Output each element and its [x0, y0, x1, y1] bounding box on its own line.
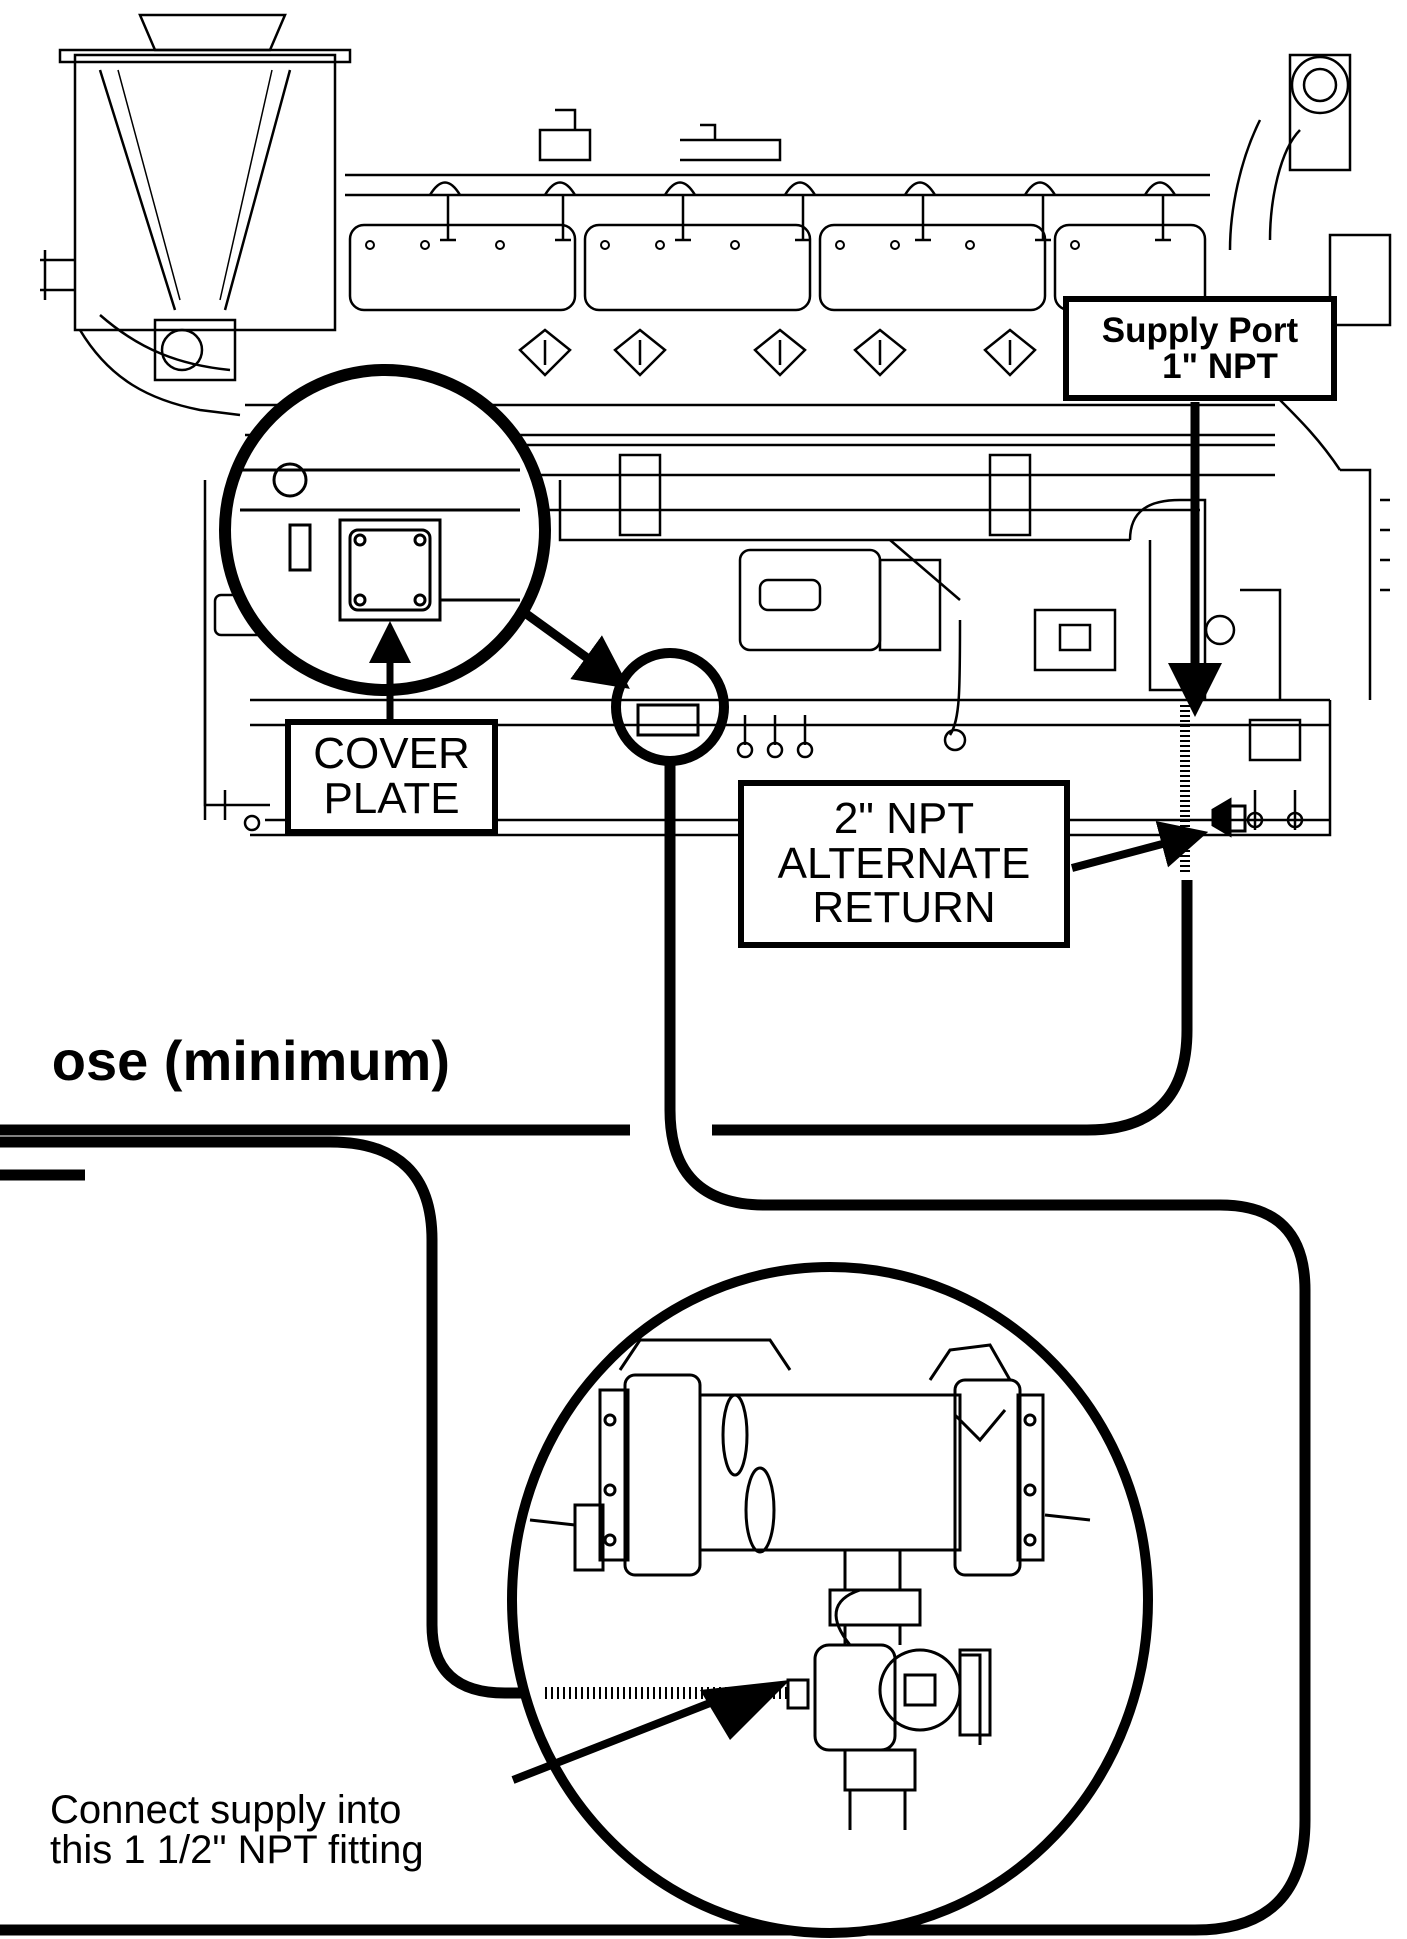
cover-plate-label-line2: PLATE	[323, 774, 460, 823]
hose-length-note: ose (minimum)	[51, 1029, 450, 1092]
detail-locator-circle	[611, 648, 729, 766]
fitting-note-line2: this 1 1/2" NPT fitting	[50, 1828, 424, 1872]
engine-drawing	[40, 13, 1392, 837]
supply-port-label-line2: 1" NPT	[1162, 346, 1278, 386]
alternate-return-label: 2" NPT ALTERNATE RETURN	[738, 780, 1070, 948]
magnifier-to-detail-arrow	[522, 609, 630, 689]
alternate-return-label-line3: RETURN	[812, 883, 996, 933]
supply-port-label-line1: Supply Port	[1101, 310, 1299, 350]
supply-port-label: Supply Port 1" NPT	[1063, 296, 1337, 401]
alternate-return-label-line1: 2" NPT	[833, 793, 975, 843]
alternate-return-label-line2: ALTERNATE	[777, 838, 1031, 888]
fitting-detail-circle	[507, 1262, 1153, 1938]
cover-plate-magnifier	[219, 364, 551, 696]
fitting-pointer	[511, 1680, 790, 1784]
cover-plate-label: COVER PLATE	[285, 719, 498, 835]
alternate-return-pointer	[1070, 820, 1209, 872]
fitting-note-line1: Connect supply into	[50, 1788, 402, 1832]
cover-plate-label-line1: COVER	[313, 729, 470, 779]
fitting-connection-note: Connect supply into this 1 1/2" NPT fitt…	[50, 1790, 424, 1870]
hose-routes	[0, 762, 1311, 1936]
alternate-return-fitting	[1211, 797, 1247, 838]
